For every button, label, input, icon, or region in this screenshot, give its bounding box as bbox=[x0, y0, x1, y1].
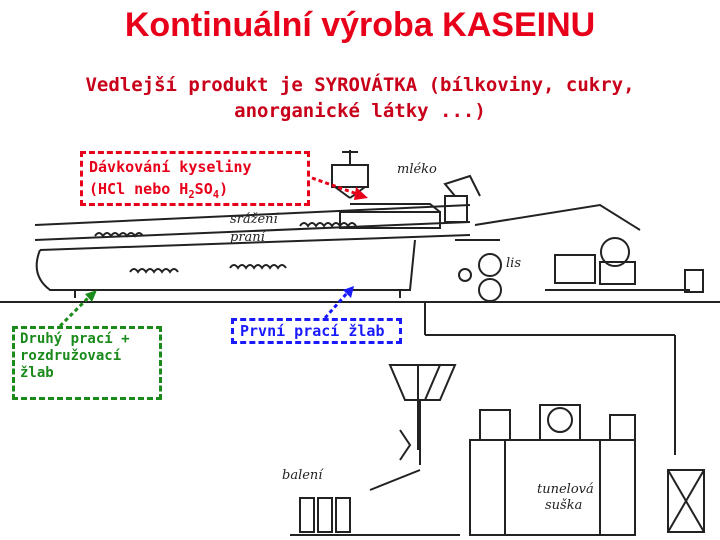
callout-arrows bbox=[58, 176, 368, 328]
page-subtitle: Vedlejší produkt je SYROVÁTKA (bílkoviny… bbox=[85, 74, 635, 122]
label-tunnel-dryer-2: suška bbox=[545, 498, 583, 513]
inclined-washing-trough bbox=[34, 174, 481, 241]
acid-dosing-line2: (HCl nebo H2SO4) bbox=[89, 180, 229, 201]
storage-box bbox=[667, 469, 705, 533]
conveyor-and-mill bbox=[474, 203, 704, 293]
acid-dosing-line1: Dávkování kyseliny bbox=[89, 158, 252, 176]
label-coagulation: srážení bbox=[230, 212, 278, 227]
second-trough-callout: Druhý prací + rozdružovací žlab bbox=[12, 326, 162, 400]
second-washing-trough bbox=[35, 234, 471, 298]
label-packing: balení bbox=[282, 468, 323, 483]
flow-lines bbox=[395, 302, 676, 455]
label-tunnel-dryer-1: tunelová bbox=[537, 482, 594, 497]
label-washing: praní bbox=[230, 230, 265, 245]
packing-line bbox=[290, 364, 460, 536]
label-press: lis bbox=[506, 256, 521, 271]
milk-feed-tank bbox=[331, 150, 369, 199]
press-rollers bbox=[455, 239, 502, 302]
acid-dosing-callout: Dávkování kyseliny (HCl nebo H2SO4) bbox=[80, 151, 310, 206]
label-milk: mléko bbox=[397, 162, 437, 177]
tunnel-dryer bbox=[469, 404, 636, 536]
first-trough-callout: První prací žlab bbox=[231, 318, 402, 344]
page-title: Kontinuální výroba KASEINU bbox=[124, 6, 596, 44]
coagulation-tank bbox=[339, 203, 441, 229]
